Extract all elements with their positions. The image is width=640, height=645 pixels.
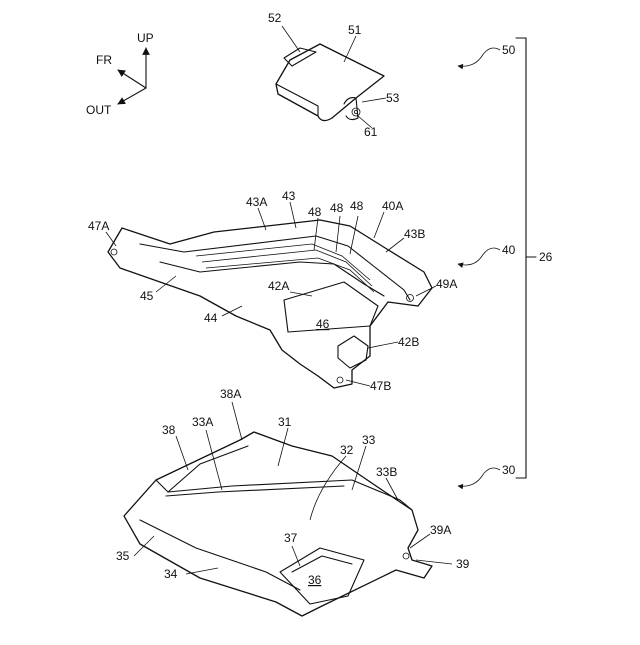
label-33a: 33A [192, 415, 213, 429]
ref-30: 30 [502, 463, 516, 477]
tray-30-outline [124, 432, 432, 616]
brace-line [516, 38, 526, 478]
label-40a: 40A [382, 199, 403, 213]
tray-40-outline [108, 220, 432, 388]
label-32: 32 [340, 443, 354, 457]
label-33: 33 [362, 433, 376, 447]
assembly-brace: 26 [516, 38, 553, 478]
leader-53 [362, 98, 386, 102]
label-43a: 43A [246, 195, 267, 209]
label-35: 35 [116, 549, 130, 563]
label-51: 51 [348, 23, 362, 37]
label-43b: 43B [404, 227, 425, 241]
label-42a: 42A [268, 279, 289, 293]
label-36: 36 [308, 573, 322, 587]
label-37: 37 [284, 531, 298, 545]
tray-40 [108, 220, 432, 388]
leader-30 [458, 468, 500, 486]
leader-42b [368, 342, 398, 348]
leader-47a [106, 232, 116, 246]
bracket-50 [276, 44, 384, 121]
label-33b: 33B [376, 465, 397, 479]
leader-38 [176, 436, 188, 470]
leader-38a [232, 402, 242, 440]
label-39: 39 [456, 557, 470, 571]
label-49a: 49A [436, 277, 457, 291]
bracket-body [276, 44, 384, 121]
direction-indicator: UP FR OUT [86, 31, 154, 117]
label-34: 34 [164, 567, 178, 581]
leader-50 [458, 48, 500, 66]
outward-arrow [118, 88, 146, 104]
label-45: 45 [140, 289, 154, 303]
label-52: 52 [268, 11, 282, 25]
assembly-label: 26 [539, 250, 553, 264]
label-61: 61 [364, 125, 378, 139]
outward-label: OUT [86, 103, 112, 117]
up-label: UP [137, 31, 154, 45]
leader-51 [344, 36, 356, 62]
label-42b: 42B [398, 335, 419, 349]
label-48b: 48 [330, 201, 344, 215]
leader-40a [374, 212, 384, 238]
ref-50: 50 [502, 43, 516, 57]
label-47b: 47B [370, 379, 391, 393]
label-38a: 38A [220, 387, 241, 401]
leader-43b [386, 238, 404, 252]
label-48a: 48 [308, 205, 322, 219]
label-47a: 47A [88, 219, 109, 233]
nut-61 [352, 108, 360, 116]
label-46: 46 [316, 317, 330, 331]
label-31: 31 [278, 415, 292, 429]
tray-30 [124, 432, 432, 616]
front-label: FR [96, 53, 112, 67]
label-53: 53 [386, 91, 400, 105]
ref-40: 40 [502, 243, 516, 257]
label-44: 44 [204, 311, 218, 325]
leader-40 [458, 248, 500, 265]
label-48c: 48 [350, 199, 364, 213]
label-39a: 39A [430, 523, 451, 537]
leader-52 [282, 26, 300, 52]
front-arrow [118, 70, 146, 88]
label-43: 43 [282, 189, 296, 203]
label-38: 38 [162, 423, 176, 437]
